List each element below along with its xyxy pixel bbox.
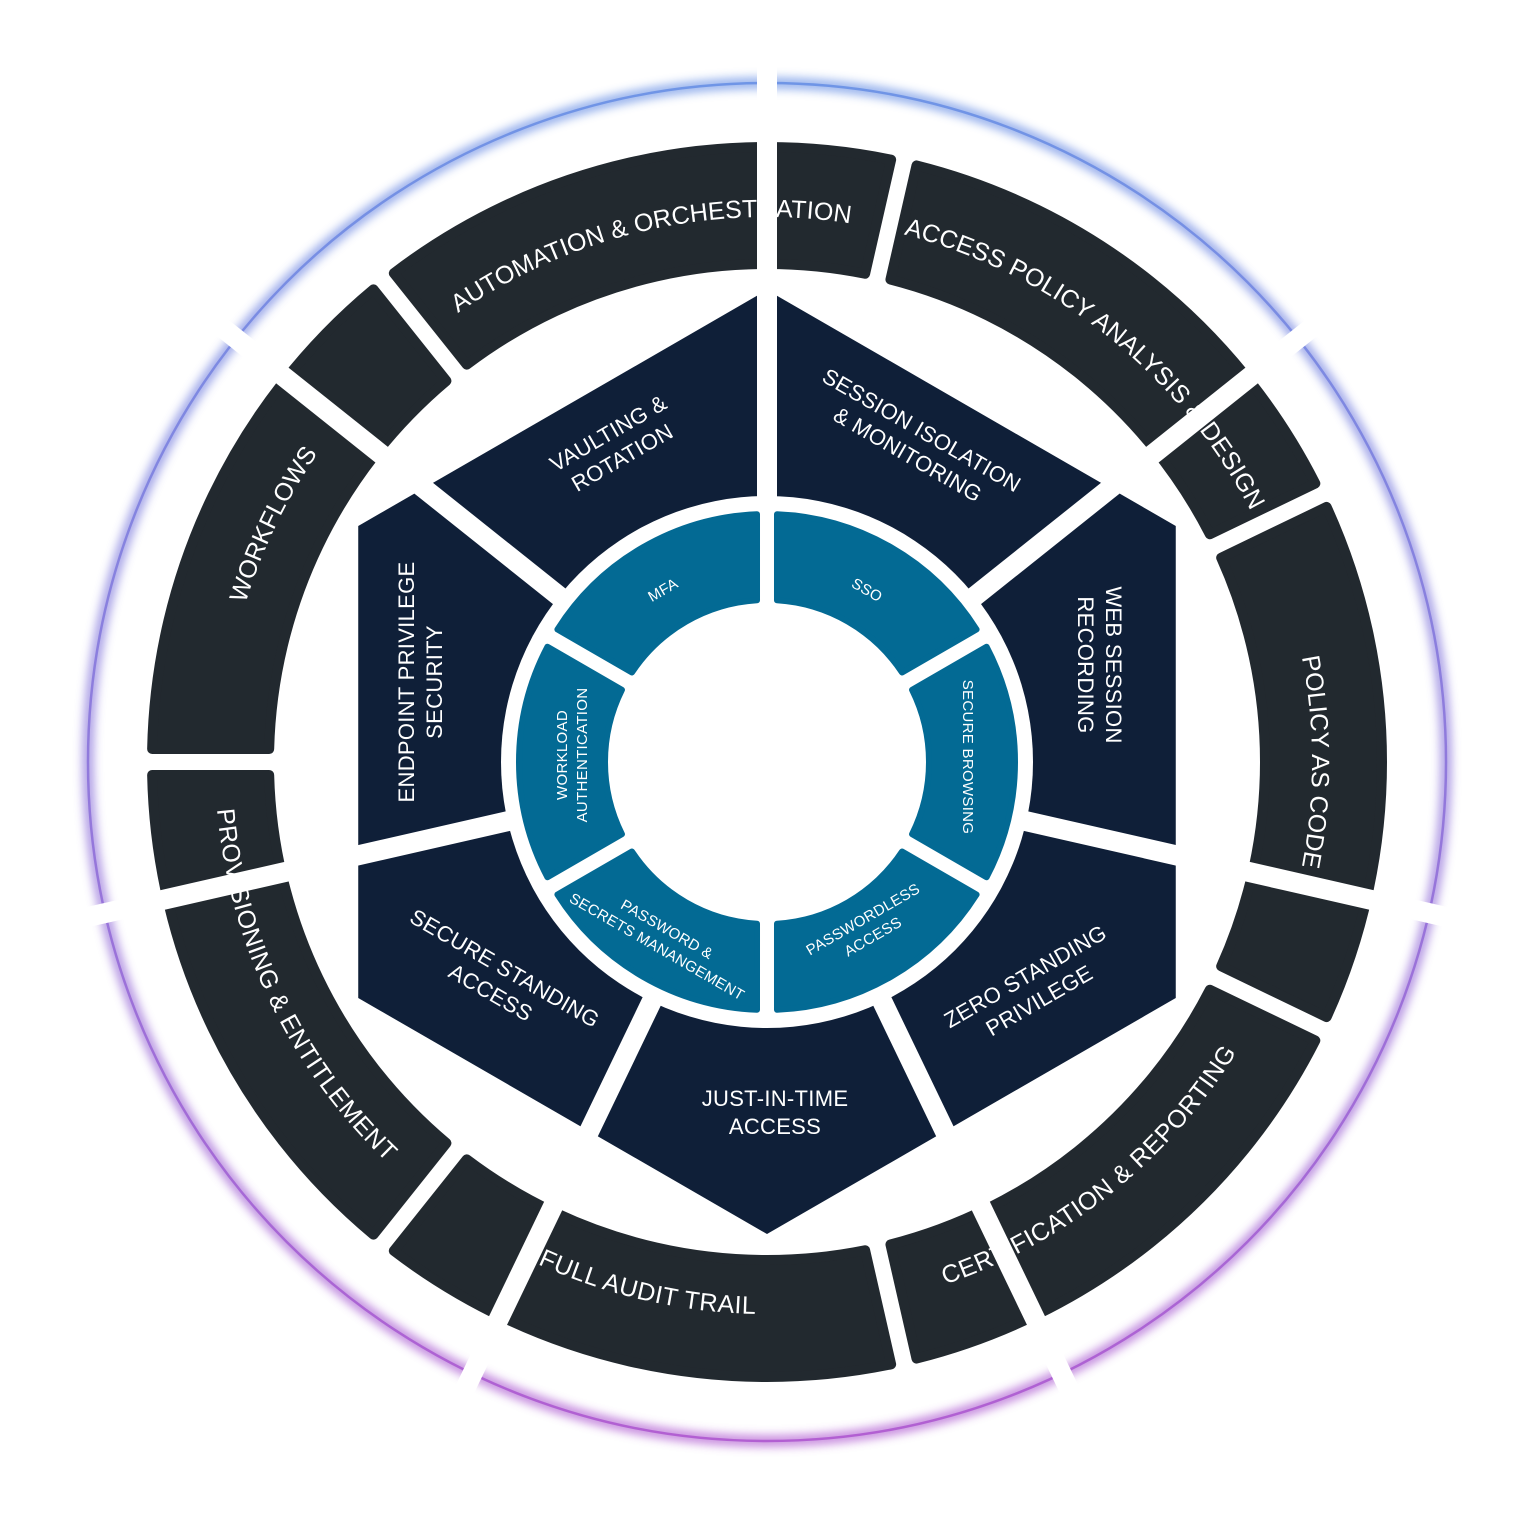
middle-label-line: ENDPOINT PRIVILEGE <box>394 562 419 803</box>
inner-segment[interactable] <box>909 643 1018 881</box>
inner-segment[interactable] <box>554 848 761 1013</box>
middle-label-line: RECORDING <box>1073 596 1098 733</box>
outer-segment[interactable] <box>147 284 452 755</box>
inner-label-line: WORKLOAD <box>554 710 571 800</box>
inner-segment[interactable] <box>773 848 980 1013</box>
inner-segment-label: SECURE BROWSING <box>959 680 976 835</box>
outer-segment[interactable] <box>1216 501 1387 1023</box>
inner-segment[interactable] <box>773 511 980 676</box>
inner-label-line: SECURE BROWSING <box>959 680 976 835</box>
middle-label-line: SECURITY <box>422 625 447 739</box>
middle-segment-label: JUST-IN-TIME ACCESS <box>702 1086 849 1139</box>
inner-segment[interactable] <box>554 511 761 676</box>
inner-label-line: AUTHENTICATION <box>574 688 591 823</box>
outer-segment[interactable] <box>388 1154 897 1382</box>
middle-label-line: WEB SESSION <box>1101 586 1126 743</box>
middle-segment-label: WEB SESSIONRECORDING <box>1073 586 1126 743</box>
outer-segment[interactable] <box>885 160 1321 540</box>
outer-segment[interactable] <box>885 984 1321 1364</box>
inner-segment[interactable] <box>516 643 625 881</box>
middle-label-line: JUST-IN-TIME <box>702 1086 849 1111</box>
middle-segment[interactable] <box>463 762 1071 1462</box>
middle-label-line: ACCESS <box>729 1114 821 1139</box>
